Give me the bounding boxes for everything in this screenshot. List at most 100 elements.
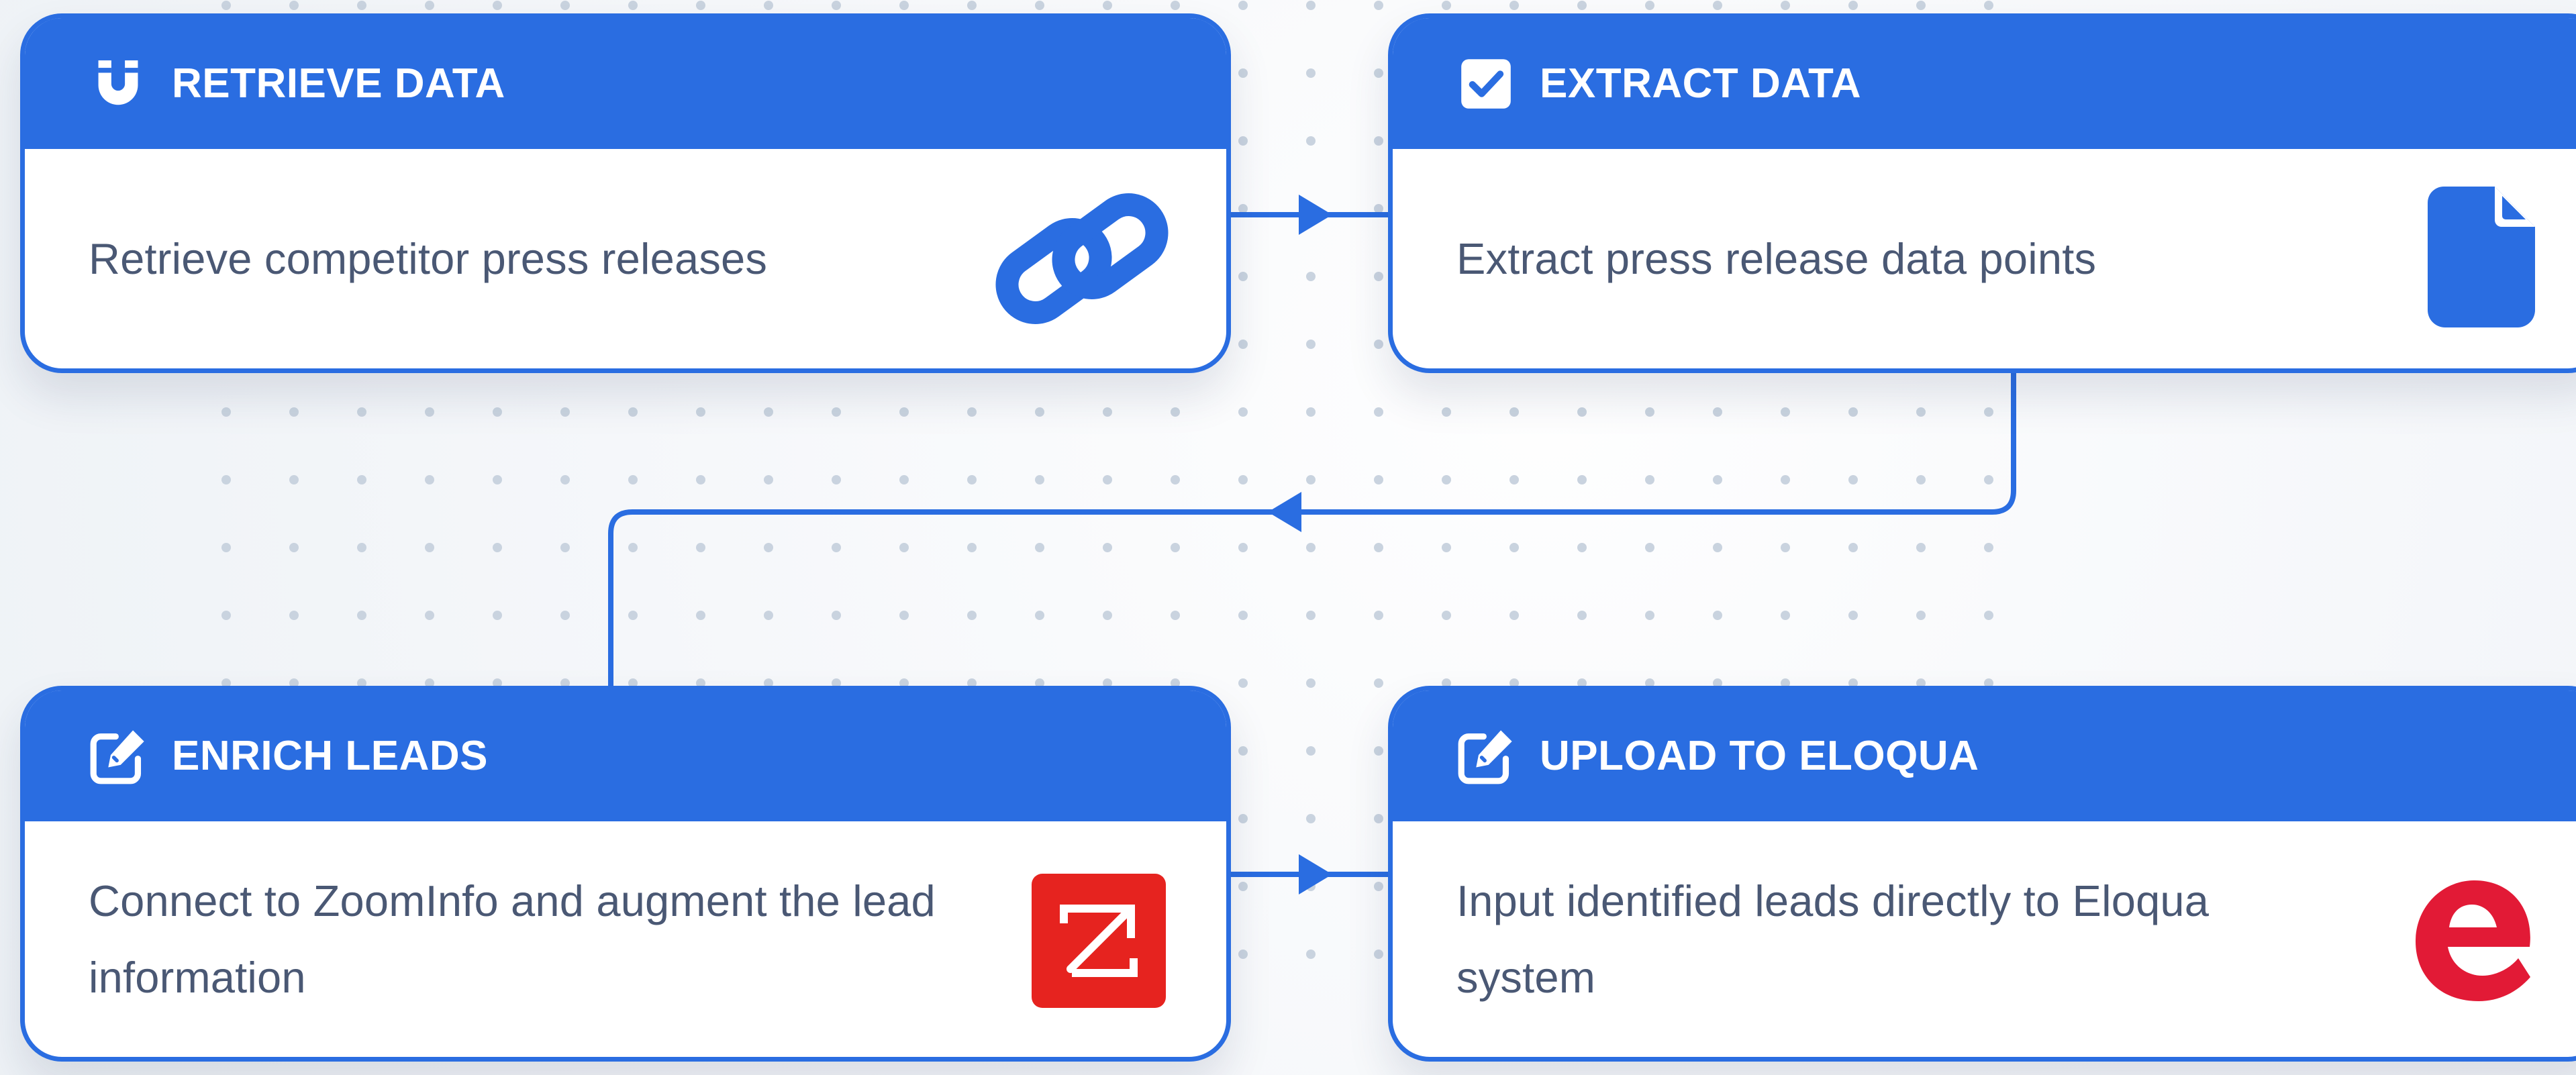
background-dot <box>357 407 366 417</box>
document-icon <box>2428 187 2535 327</box>
background-dot <box>1713 611 1722 620</box>
step-body-extract-data: Extract press release data points <box>1393 149 2576 368</box>
background-dot <box>1442 543 1451 552</box>
background-dot <box>1374 272 1383 281</box>
background-dot <box>628 1 638 10</box>
background-dot <box>1781 611 1790 620</box>
step-card-upload-to-eloqua[interactable]: UPLOAD TO ELOQUA Input identified leads … <box>1388 686 2576 1062</box>
background-dot <box>1238 543 1248 552</box>
background-dot <box>1103 611 1112 620</box>
step-description: Retrieve competitor press releases <box>89 234 768 283</box>
background-dot <box>1238 746 1248 756</box>
background-dot <box>1103 543 1112 552</box>
background-dot <box>1103 407 1112 417</box>
background-dot <box>357 543 366 552</box>
step-body-upload-to-eloqua: Input identified leads directly to Eloqu… <box>1393 821 2576 1057</box>
background-dot <box>1238 1 1248 10</box>
background-dot <box>1645 1 1654 10</box>
background-dot <box>1984 1 1993 10</box>
background-dot <box>1442 475 1451 484</box>
background-dot <box>1035 543 1044 552</box>
background-dot <box>289 1 299 10</box>
background-dot <box>1306 68 1316 78</box>
step-card-enrich-leads[interactable]: ENRICH LEADS Connect to ZoomInfo and aug… <box>20 686 1231 1062</box>
background-dot <box>1645 407 1654 417</box>
background-dot <box>1306 204 1316 213</box>
magnet-icon <box>87 53 149 115</box>
background-dot <box>1645 543 1654 552</box>
background-dot <box>764 407 773 417</box>
background-dot <box>764 611 773 620</box>
background-dot <box>1374 204 1383 213</box>
step-description: Input identified leads directly to Eloqu… <box>1456 876 2210 1002</box>
background-dot <box>967 1 977 10</box>
background-dot <box>493 678 502 688</box>
step-title: RETRIEVE DATA <box>172 60 505 107</box>
background-dot <box>357 475 366 484</box>
background-dot <box>1238 407 1248 417</box>
background-dot <box>696 407 705 417</box>
background-dot <box>1374 814 1383 823</box>
background-dot <box>1848 407 1858 417</box>
background-dot <box>425 407 434 417</box>
background-dot <box>357 611 366 620</box>
background-dot <box>221 543 231 552</box>
background-dot <box>221 678 231 688</box>
background-dot <box>1916 407 1926 417</box>
background-dot <box>832 407 841 417</box>
background-dot <box>1035 475 1044 484</box>
background-dot <box>628 611 638 620</box>
background-dot <box>1171 475 1180 484</box>
background-dot <box>1306 340 1316 349</box>
background-dot <box>1509 475 1519 484</box>
background-dot <box>1984 543 1993 552</box>
background-dot <box>1916 1 1926 10</box>
step-body-retrieve-data: Retrieve competitor press releases <box>25 149 1226 368</box>
background-dot <box>493 1 502 10</box>
step-header-extract-data: EXTRACT DATA <box>1393 18 2576 149</box>
background-dot <box>1374 475 1383 484</box>
background-dot <box>560 475 570 484</box>
step-card-extract-data[interactable]: EXTRACT DATA Extract press release data … <box>1388 13 2576 373</box>
background-dot <box>221 475 231 484</box>
background-dot <box>628 543 638 552</box>
background-dot <box>357 678 366 688</box>
background-dot <box>1577 475 1587 484</box>
background-dot <box>425 475 434 484</box>
background-dot <box>899 1 909 10</box>
background-dot <box>1577 543 1587 552</box>
step-header-enrich-leads: ENRICH LEADS <box>25 690 1226 821</box>
background-dot <box>1781 1 1790 10</box>
edit-icon <box>1455 725 1517 787</box>
background-dot <box>493 543 502 552</box>
background-dot <box>1442 1 1451 10</box>
background-dot <box>967 407 977 417</box>
background-dot <box>1306 814 1316 823</box>
background-dot <box>1306 746 1316 756</box>
background-dot <box>628 475 638 484</box>
background-dot <box>1442 407 1451 417</box>
background-dot <box>1306 611 1316 620</box>
background-dot <box>967 475 977 484</box>
background-dot <box>1306 475 1316 484</box>
background-dot <box>1848 543 1858 552</box>
background-dot <box>1577 1 1587 10</box>
background-dot <box>1645 475 1654 484</box>
background-dot <box>1306 272 1316 281</box>
background-dot <box>560 407 570 417</box>
background-dot <box>899 407 909 417</box>
background-dot <box>967 611 977 620</box>
background-dot <box>628 407 638 417</box>
background-dot <box>1035 611 1044 620</box>
background-dot <box>696 1 705 10</box>
background-dot <box>221 407 231 417</box>
background-dot <box>1984 611 1993 620</box>
background-dot <box>899 475 909 484</box>
step-header-upload-to-eloqua: UPLOAD TO ELOQUA <box>1393 690 2576 821</box>
background-dot <box>1848 1 1858 10</box>
background-dot <box>1916 611 1926 620</box>
background-dot <box>560 678 570 688</box>
step-card-retrieve-data[interactable]: RETRIEVE DATA Retrieve competitor press … <box>20 13 1231 373</box>
step-title: EXTRACT DATA <box>1540 60 1861 107</box>
